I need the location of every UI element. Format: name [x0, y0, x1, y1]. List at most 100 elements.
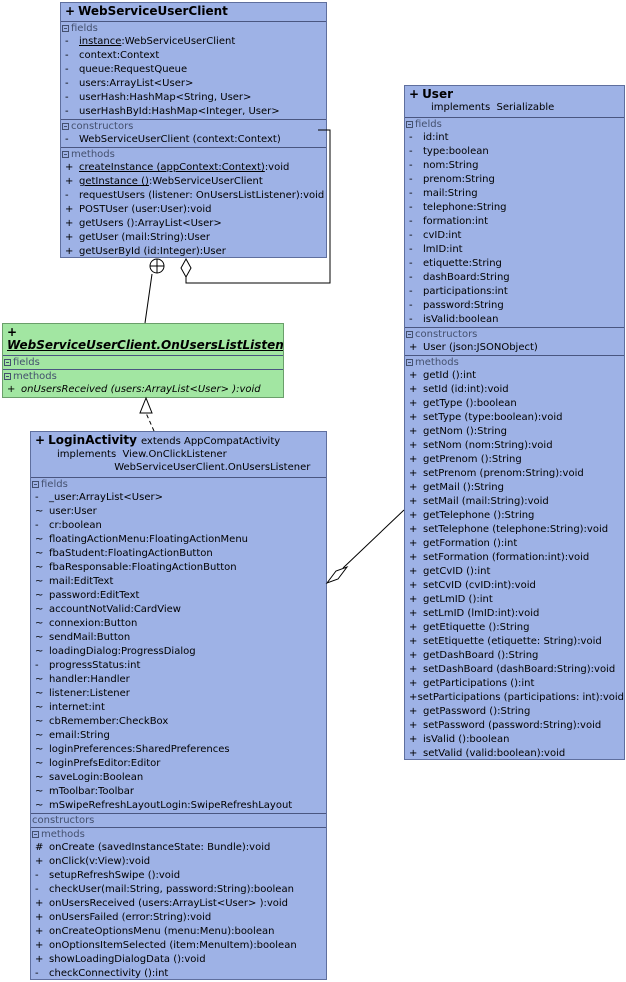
member-row[interactable]: +setLmID (lmID:int):void [405, 607, 624, 621]
member-row[interactable]: +setType (type:boolean):void [405, 411, 624, 425]
member-row[interactable]: ~saveLogin:Boolean [31, 771, 326, 785]
collapse-icon[interactable] [32, 481, 39, 488]
methods-toggle[interactable]: methods [3, 370, 283, 383]
member-row[interactable]: +getType ():boolean [405, 397, 624, 411]
collapse-icon[interactable] [62, 123, 69, 130]
member-row[interactable]: -id:int [405, 131, 624, 145]
member-row[interactable]: +setEtiquette (etiquette: String):void [405, 635, 624, 649]
collapse-icon[interactable] [406, 359, 413, 366]
member-row[interactable]: +createInstance (appContext:Context):voi… [61, 161, 326, 175]
member-row[interactable]: +POSTUser (user:User):void [61, 203, 326, 217]
member-row[interactable]: ~mail:EditText [31, 575, 326, 589]
member-row[interactable]: +setNom (nom:String):void [405, 439, 624, 453]
aggregation-line-login-user[interactable] [342, 509, 405, 569]
fields-toggle[interactable]: fields [61, 22, 326, 35]
member-row[interactable]: +getCvID ():int [405, 565, 624, 579]
member-row[interactable]: ~accountNotValid:CardView [31, 603, 326, 617]
member-row[interactable]: -participations:int [405, 285, 624, 299]
fields-toggle[interactable]: fields [3, 356, 283, 369]
member-row[interactable]: +setValid (valid:boolean):void [405, 747, 624, 759]
member-row[interactable]: +onUsersFailed (error:String):void [31, 911, 326, 925]
member-row[interactable]: +getMail ():String [405, 481, 624, 495]
member-row[interactable]: -etiquette:String [405, 257, 624, 271]
member-row[interactable]: +isValid ():boolean [405, 733, 624, 747]
member-row[interactable]: ~loginPreferences:SharedPreferences [31, 743, 326, 757]
member-row[interactable]: +getId ():int [405, 369, 624, 383]
member-row[interactable]: +getUsers ():ArrayList<User> [61, 217, 326, 231]
member-row[interactable]: ~fbaResponsable:FloatingActionButton [31, 561, 326, 575]
methods-toggle[interactable]: methods [61, 148, 326, 161]
member-row[interactable]: +setMail (mail:String):void [405, 495, 624, 509]
member-row[interactable]: +setCvID (cvID:int):void [405, 579, 624, 593]
member-row[interactable]: +setFormation (formation:int):void [405, 551, 624, 565]
member-row[interactable]: -context:Context [61, 49, 326, 63]
class-user[interactable]: +User implements Serializable fields -id… [404, 85, 625, 760]
class-webserviceuserclient[interactable]: +WebServiceUserClient fields -instance:W… [60, 2, 327, 258]
member-row[interactable]: ~floatingActionMenu:FloatingActionMenu [31, 533, 326, 547]
member-row[interactable]: -setupRefreshSwipe ():void [31, 869, 326, 883]
member-row[interactable]: #onCreate (savedInstanceState: Bundle):v… [31, 841, 326, 855]
member-row[interactable]: -instance:WebServiceUserClient [61, 35, 326, 49]
member-row[interactable]: +showLoadingDialogData ():void [31, 953, 326, 967]
member-row[interactable]: -userHash:HashMap<String, User> [61, 91, 326, 105]
collapse-icon[interactable] [406, 331, 413, 338]
member-row[interactable]: -lmID:int [405, 243, 624, 257]
member-row[interactable]: ~internet:int [31, 701, 326, 715]
member-row[interactable]: +setTelephone (telephone:String):void [405, 523, 624, 537]
member-row[interactable]: +getFormation ():int [405, 537, 624, 551]
member-row[interactable]: ~loadingDialog:ProgressDialog [31, 645, 326, 659]
aggregation-line-ws-user[interactable] [185, 129, 331, 284]
member-row[interactable]: ~loginPrefsEditor:Editor [31, 757, 326, 771]
member-row[interactable]: ~mToolbar:Toolbar [31, 785, 326, 799]
methods-toggle[interactable]: methods [31, 828, 326, 841]
member-row[interactable]: -checkConnectivity ():int [31, 967, 326, 979]
member-row[interactable]: +User (json:JSONObject) [405, 341, 624, 355]
member-row[interactable]: ~user:User [31, 505, 326, 519]
realization-line[interactable] [145, 412, 155, 432]
member-row[interactable]: ~handler:Handler [31, 673, 326, 687]
member-row[interactable]: -type:boolean [405, 145, 624, 159]
member-row[interactable]: ~listener:Listener [31, 687, 326, 701]
member-row[interactable]: -users:ArrayList<User> [61, 77, 326, 91]
member-row[interactable]: +getPassword ():String [405, 705, 624, 719]
member-row[interactable]: -formation:int [405, 215, 624, 229]
member-row[interactable]: -WebServiceUserClient (context:Context) [61, 133, 326, 147]
member-row[interactable]: +onClick(v:View):void [31, 855, 326, 869]
member-row[interactable]: -queue:RequestQueue [61, 63, 326, 77]
member-row[interactable]: -cvID:int [405, 229, 624, 243]
member-row[interactable]: +getParticipations ():int [405, 677, 624, 691]
member-row[interactable]: -telephone:String [405, 201, 624, 215]
interface-onuserslistlistener[interactable]: +WebServiceUserClient.OnUsersListListene… [2, 323, 284, 398]
constructors-toggle[interactable]: constructors [405, 328, 624, 341]
fields-toggle[interactable]: fields [31, 478, 326, 491]
member-row[interactable]: -isValid:boolean [405, 313, 624, 327]
member-row[interactable]: ~cbRemember:CheckBox [31, 715, 326, 729]
member-row[interactable]: -_user:ArrayList<User> [31, 491, 326, 505]
member-row[interactable]: +onUsersReceived (users:ArrayList<User> … [3, 383, 283, 397]
member-row[interactable]: +setPassword (password:String):void [405, 719, 624, 733]
member-row[interactable]: -dashBoard:String [405, 271, 624, 285]
collapse-icon[interactable] [4, 359, 11, 366]
member-row[interactable]: +getDashBoard ():String [405, 649, 624, 663]
member-row[interactable]: +setPrenom (prenom:String):void [405, 467, 624, 481]
member-row[interactable]: ~sendMail:Button [31, 631, 326, 645]
member-row[interactable]: -userHashById:HashMap<Integer, User> [61, 105, 326, 119]
member-row[interactable]: ~mSwipeRefreshLayoutLogin:SwipeRefreshLa… [31, 799, 326, 813]
collapse-icon[interactable] [62, 151, 69, 158]
member-row[interactable]: +onUsersReceived (users:ArrayList<User> … [31, 897, 326, 911]
member-row[interactable]: +getUserById (id:Integer):User [61, 245, 326, 257]
member-row[interactable]: +onOptionsItemSelected (item:MenuItem):b… [31, 939, 326, 953]
collapse-icon[interactable] [406, 121, 413, 128]
member-row[interactable]: +getLmID ():int [405, 593, 624, 607]
member-row[interactable]: ~fbaStudent:FloatingActionButton [31, 547, 326, 561]
member-row[interactable]: +getEtiquette ():String [405, 621, 624, 635]
member-row[interactable]: -progressStatus:int [31, 659, 326, 673]
nesting-line[interactable] [144, 273, 153, 324]
member-row[interactable]: +getNom ():String [405, 425, 624, 439]
member-row[interactable]: +setDashBoard (dashBoard:String):void [405, 663, 624, 677]
constructors-toggle[interactable]: constructors [61, 120, 326, 133]
member-row[interactable]: ~password:EditText [31, 589, 326, 603]
member-row[interactable]: +onCreateOptionsMenu (menu:Menu):boolean [31, 925, 326, 939]
member-row[interactable]: +setParticipations (participations: int)… [405, 691, 624, 705]
member-row[interactable]: +getTelephone ():String [405, 509, 624, 523]
